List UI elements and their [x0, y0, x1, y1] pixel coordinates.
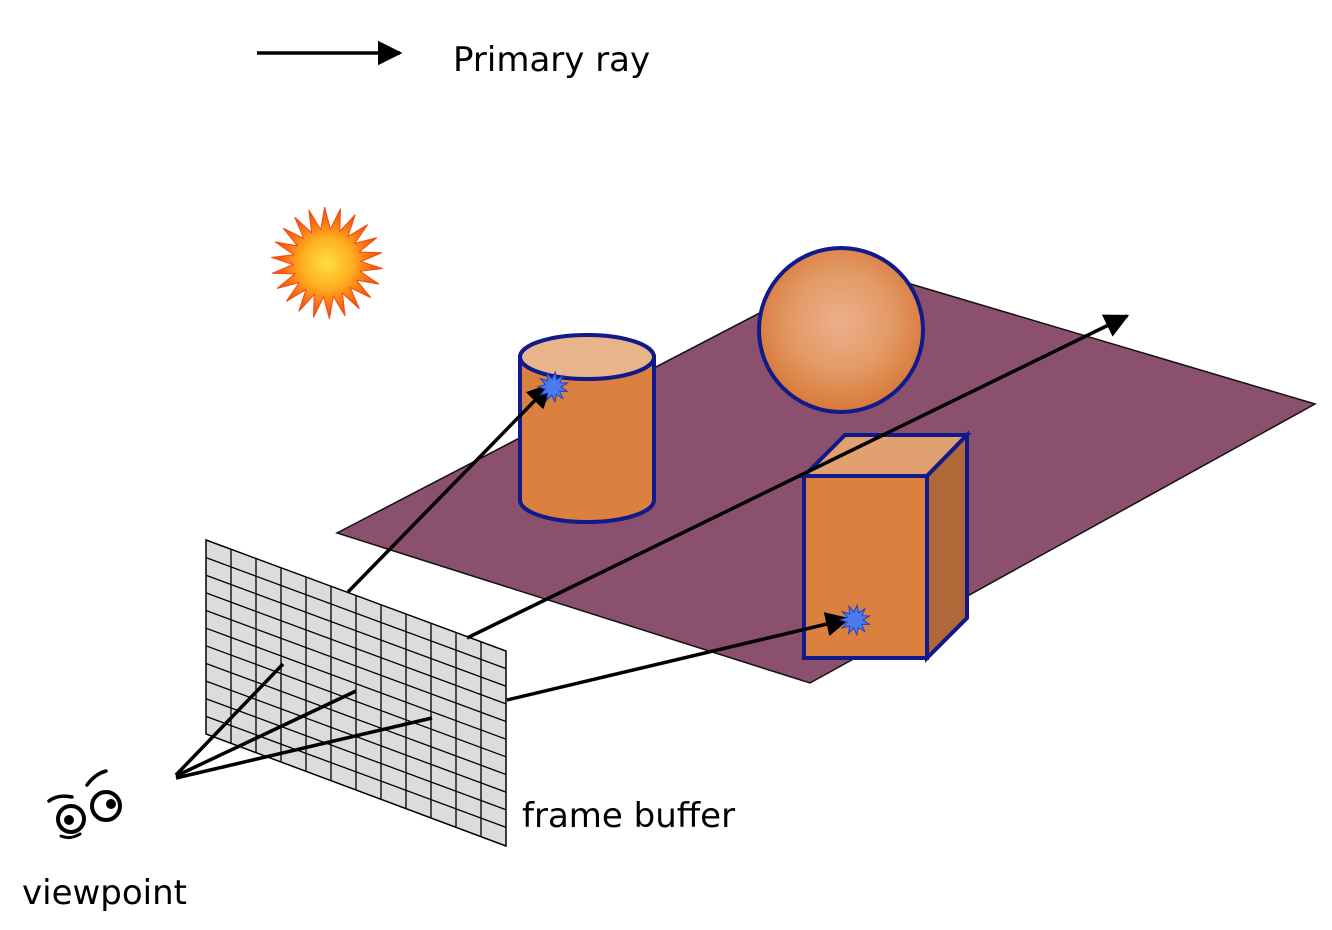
grid-line: [205, 592, 507, 705]
light-source-icon: [271, 206, 383, 320]
grid-line: [205, 627, 507, 740]
grid-line: [205, 645, 507, 758]
primary-rays: [174, 314, 1130, 780]
viewpoint-label: viewpoint: [22, 873, 188, 913]
grid-line: [205, 609, 507, 723]
grid-line: [205, 557, 507, 670]
frame-buffer-label: frame buffer: [522, 796, 736, 836]
ray-viewpoint-3: [175, 716, 433, 780]
ray-to-background: [466, 314, 1130, 640]
ray-to-cylinder: [346, 383, 552, 594]
ray-to-box: [506, 612, 851, 702]
sphere: [757, 246, 925, 414]
legend-label: Primary ray: [453, 40, 651, 80]
hit-marker-box: [838, 603, 872, 637]
frame-buffer-grid: [205, 538, 507, 848]
ray-viewpoint-2: [175, 689, 357, 778]
eyes-icon: [47, 769, 122, 840]
grid-line: [205, 715, 507, 828]
hit-marker-cylinder: [536, 370, 570, 404]
cylinder: [518, 333, 656, 524]
grid-line: [205, 574, 507, 687]
grid-line: [205, 662, 507, 776]
grid-line: [205, 698, 507, 811]
ray-viewpoint-1: [174, 662, 285, 777]
